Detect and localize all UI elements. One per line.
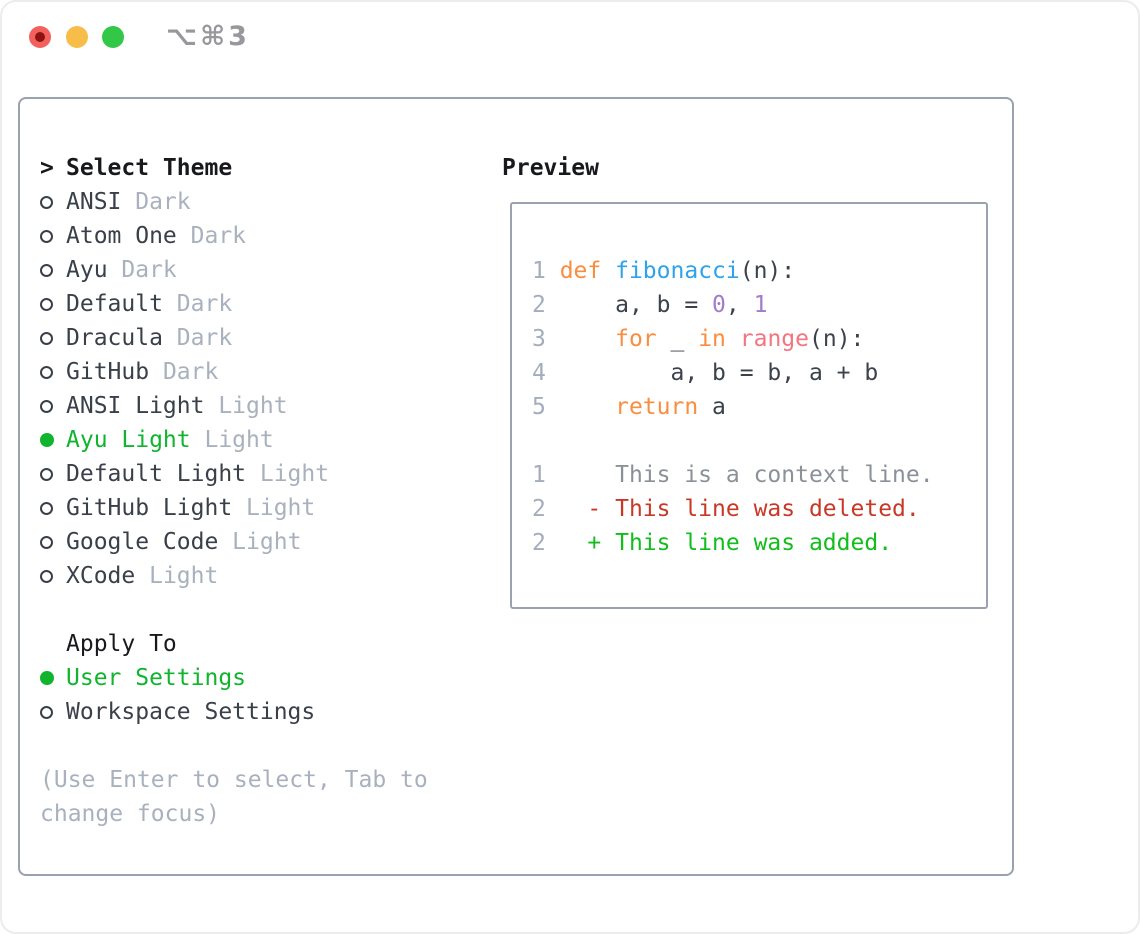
preview-line: 2 + This line was added.: [532, 530, 893, 556]
select-theme-title: Select Theme: [66, 155, 233, 181]
preview-line: [532, 424, 986, 458]
theme-option-github-light[interactable]: GitHub Light Light: [40, 491, 490, 525]
theme-variant-label: Light: [204, 393, 288, 419]
theme-option-atom-one[interactable]: Atom One Dark: [40, 219, 490, 253]
theme-option-dracula[interactable]: Dracula Dark: [40, 321, 490, 355]
theme-preview-box: 1 def fibonacci(n): 2 a, b = 0, 1 3 for _ …: [510, 202, 988, 609]
spacer: [40, 593, 490, 627]
option-label: ANSI: [66, 189, 122, 215]
keyboard-hint: (Use Enter to select, Tab to change focus…: [40, 763, 490, 831]
preview-code: 1 def fibonacci(n): 2 a, b = 0, 1 3 for _ …: [532, 220, 986, 560]
theme-option-google-code[interactable]: Google Code Light: [40, 525, 490, 559]
radio-unselected-icon: [40, 501, 66, 515]
theme-variant-label: Light: [232, 495, 316, 521]
radio-unselected-icon: [40, 331, 66, 345]
preview-line: 2 - This line was deleted.: [532, 496, 920, 522]
radio-selected-icon: [40, 433, 66, 447]
radio-unselected-icon: [40, 705, 66, 719]
hint-line: (Use Enter to select, Tab to: [40, 767, 428, 793]
hint-line: change focus): [40, 801, 221, 827]
radio-unselected-icon: [40, 263, 66, 277]
theme-variant-label: Light: [135, 563, 219, 589]
theme-option-ayu[interactable]: Ayu Dark: [40, 253, 490, 287]
preview-line: 4 a, b = b, a + b: [532, 360, 879, 386]
spacer: [40, 729, 490, 763]
radio-unselected-icon: [40, 365, 66, 379]
minimize-button[interactable]: [66, 26, 88, 48]
select-theme-header: > Select Theme: [40, 151, 490, 185]
radio-unselected-icon: [40, 229, 66, 243]
apply-option-workspace-settings[interactable]: Workspace Settings: [40, 695, 490, 729]
theme-option-ansi-light[interactable]: ANSI Light Light: [40, 389, 490, 423]
preview-title: Preview: [502, 155, 599, 181]
theme-option-ayu-light[interactable]: Ayu Light Light: [40, 423, 490, 457]
preview-line: 1 def fibonacci(n):: [532, 258, 796, 284]
theme-option-default[interactable]: Default Dark: [40, 287, 490, 321]
theme-variant-label: Light: [246, 461, 330, 487]
option-label: Ayu Light: [66, 427, 191, 453]
option-label: Google Code: [66, 529, 219, 555]
option-label: Atom One: [66, 223, 177, 249]
selection-caret-icon: >: [40, 155, 54, 181]
radio-unselected-icon: [40, 467, 66, 481]
radio-unselected-icon: [40, 569, 66, 583]
theme-variant-label: Dark: [149, 359, 219, 385]
radio-selected-icon: [40, 671, 66, 685]
theme-variant-label: Light: [190, 427, 274, 453]
preview-line: [532, 220, 986, 254]
option-label: XCode: [66, 563, 136, 589]
theme-variant-label: Light: [218, 529, 302, 555]
close-button[interactable]: [29, 26, 51, 48]
apply-option-user-settings[interactable]: User Settings: [40, 661, 490, 695]
option-label: Default Light: [66, 461, 247, 487]
theme-variant-label: Dark: [162, 291, 233, 317]
apply-to-title: Apply To: [66, 631, 177, 657]
preview-line: 5 return a: [532, 394, 726, 420]
titlebar: ⌥⌘3: [0, 0, 1140, 74]
option-label: Ayu: [66, 257, 108, 283]
zoom-button[interactable]: [102, 26, 124, 48]
window-title: ⌥⌘3: [166, 21, 250, 52]
option-label: User Settings: [66, 665, 247, 691]
theme-variant-label: Dark: [162, 325, 233, 351]
option-label: Default: [66, 291, 163, 317]
theme-variant-label: Dark: [176, 223, 247, 249]
preview-line: 1 This is a context line.: [532, 462, 934, 488]
theme-option-xcode[interactable]: XCode Light: [40, 559, 490, 593]
radio-unselected-icon: [40, 399, 66, 413]
radio-unselected-icon: [40, 297, 66, 311]
preview-line: 3 for _ in range(n):: [532, 326, 865, 352]
apply-to-header: Apply To: [40, 627, 490, 661]
theme-option-github[interactable]: GitHub Dark: [40, 355, 490, 389]
theme-variant-label: Dark: [107, 257, 177, 283]
option-label: GitHub: [66, 359, 150, 385]
option-label: ANSI Light: [66, 393, 205, 419]
option-label: Dracula: [66, 325, 163, 351]
option-label: Workspace Settings: [66, 699, 316, 725]
radio-unselected-icon: [40, 535, 66, 549]
option-label: GitHub Light: [66, 495, 233, 521]
radio-unselected-icon: [40, 195, 66, 209]
theme-option-ansi[interactable]: ANSI Dark: [40, 185, 490, 219]
theme-option-default-light[interactable]: Default Light Light: [40, 457, 490, 491]
theme-variant-label: Dark: [121, 189, 191, 215]
preview-line: 2 a, b = 0, 1: [532, 292, 768, 318]
